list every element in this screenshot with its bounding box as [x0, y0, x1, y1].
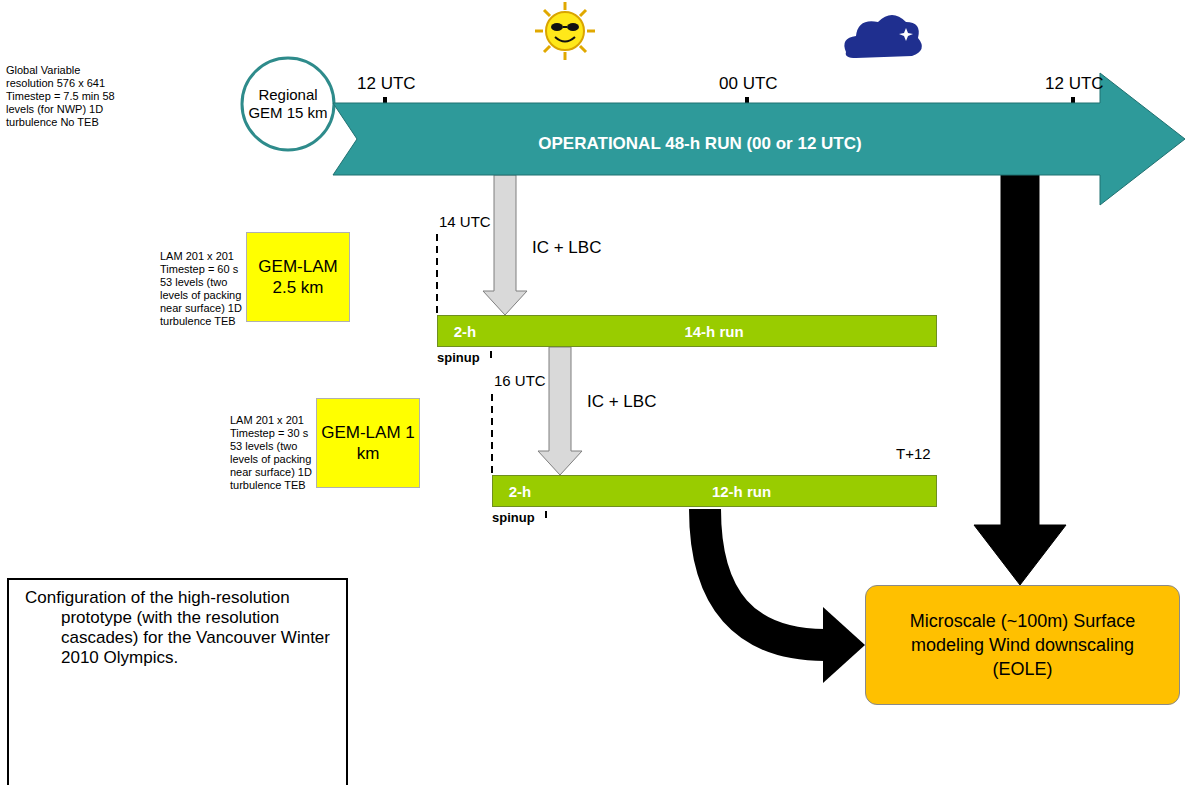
- forecast-hour: T+12: [896, 445, 931, 463]
- spinup-label: spinup: [492, 510, 535, 526]
- spinup-cell: 2-h: [438, 316, 492, 346]
- spinup-label: spinup: [437, 350, 480, 366]
- model-box: GEM-LAM 1 km: [316, 398, 420, 488]
- band-title: OPERATIONAL 48-h RUN (00 or 12 UTC): [538, 134, 861, 154]
- band-text-area: OPERATIONAL 48-h RUN (00 or 12 UTC): [355, 103, 1045, 175]
- circle-shape: [242, 58, 334, 150]
- time-label: 14 UTC: [439, 213, 491, 231]
- time-label: 12 UTC: [1045, 74, 1104, 94]
- edge-label: IC + LBC: [585, 392, 658, 412]
- output-text: Microscale (~100m) Surface modeling Wind…: [903, 609, 1143, 681]
- caption-box: Configuration of the high-resolution pro…: [7, 578, 348, 785]
- run-cell: 12-h run: [547, 476, 936, 506]
- spec-list: LAM 201 x 201 Timestep = 60 s 53 levels …: [160, 250, 242, 328]
- spec-list: Global Variable resolution 576 x 641 Tim…: [6, 64, 118, 129]
- block-arrow: [483, 175, 527, 315]
- connector-arrow: [483, 175, 527, 315]
- block-arrow: [974, 175, 1066, 585]
- spinup-cell: 2-h: [493, 476, 547, 506]
- time-label: 16 UTC: [494, 372, 546, 390]
- curved-arrow-shaft: [705, 509, 825, 645]
- caption-text: Configuration of the high-resolution pro…: [61, 588, 334, 668]
- model-name: GEM-LAM 2.5 km: [247, 256, 349, 298]
- band-arrow: [333, 73, 1185, 205]
- model-name: GEM-LAM 1 km: [317, 422, 419, 464]
- run-bar: 2-h 12-h run: [492, 475, 937, 507]
- model-box: GEM-LAM 2.5 km: [246, 232, 350, 322]
- block-arrow: [538, 347, 582, 475]
- arrow-head: [823, 607, 865, 683]
- spinup-length: 2-h: [454, 323, 477, 340]
- run-length: 14-h run: [684, 323, 743, 340]
- run-bar: 2-h 14-h run: [437, 315, 937, 347]
- connector-arrow: [705, 509, 865, 683]
- time-label: 12 UTC: [357, 74, 416, 94]
- run-cell: 14-h run: [492, 316, 936, 346]
- moon-icon: [844, 15, 921, 58]
- sun-icon: [535, 2, 595, 60]
- connector-arrow: [974, 175, 1066, 585]
- time-label: 00 UTC: [719, 74, 778, 94]
- spec-list: LAM 201 x 201 Timestep = 30 s 53 levels …: [230, 414, 312, 492]
- model-name: Regional GEM 15 km: [245, 86, 331, 122]
- edge-label: IC + LBC: [530, 238, 603, 258]
- spinup-length: 2-h: [509, 483, 532, 500]
- timeline-band: OPERATIONAL 48-h RUN (00 or 12 UTC): [333, 103, 1187, 175]
- run-length: 12-h run: [712, 483, 771, 500]
- model-circle: Regional GEM 15 km: [240, 56, 336, 152]
- connector-arrow: [538, 347, 582, 475]
- output-box: Microscale (~100m) Surface modeling Wind…: [865, 585, 1180, 705]
